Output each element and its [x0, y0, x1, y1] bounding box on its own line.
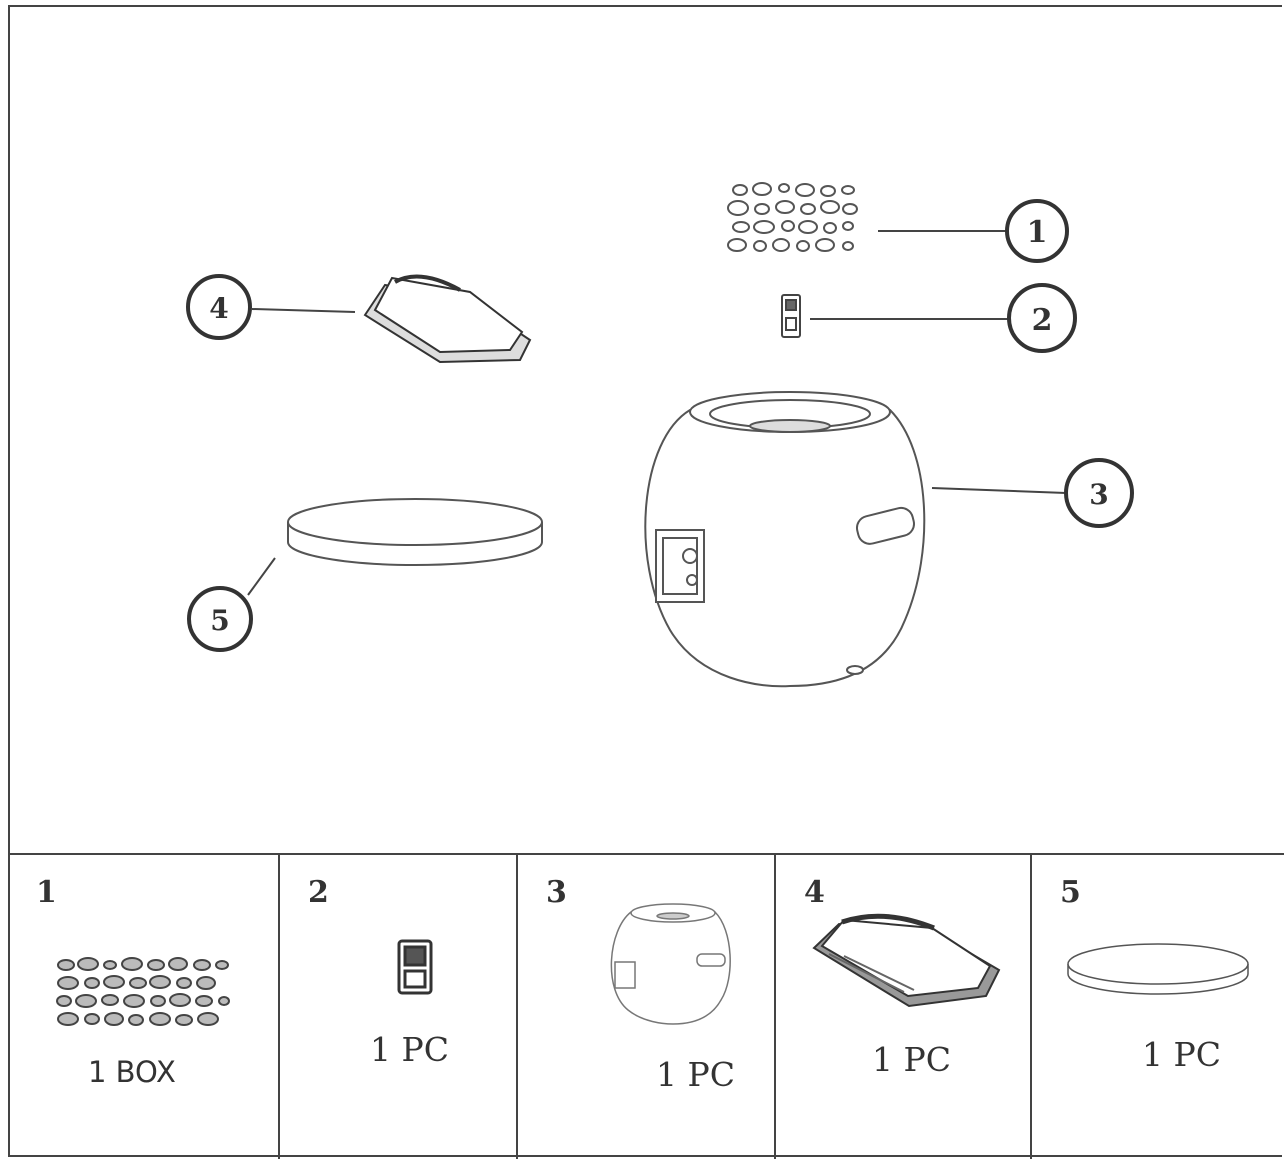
igniter-icon	[781, 294, 801, 338]
lid-icon	[287, 498, 543, 566]
lid-icon	[1067, 943, 1249, 995]
callout-circle-2	[1007, 283, 1077, 353]
callout-circle-5	[187, 586, 253, 652]
parts-table: 1 1 BOX 2 1 PC	[8, 853, 1284, 1159]
callout-label-4: 4	[209, 292, 228, 325]
leader-line-3	[931, 487, 1067, 494]
part-quantity: 1 PC	[656, 1055, 735, 1094]
parts-diagram: 1 2 3	[186, 182, 1134, 688]
fire-bowl-icon	[610, 903, 731, 1025]
part-quantity: 1 PC	[370, 1030, 449, 1069]
part-quantity: 1 PC	[1142, 1035, 1221, 1074]
cover-icon	[812, 913, 1001, 1008]
callout-circle-3	[1064, 458, 1134, 528]
diagram-frame	[8, 5, 1282, 1157]
parts-table-cell: 5 1 PC	[1032, 853, 1284, 1159]
part-number: 1	[36, 875, 57, 910]
part-number: 3	[546, 875, 567, 910]
igniter-icon	[397, 939, 433, 995]
leader-line-5	[247, 557, 276, 596]
part-number: 5	[1060, 875, 1081, 910]
part-number: 4	[804, 875, 825, 910]
stones-icon	[727, 182, 858, 252]
callout-label-5: 5	[210, 604, 229, 637]
part-number: 2	[308, 875, 329, 910]
callout-label-1: 1	[1027, 215, 1048, 250]
parts-table-cell: 2 1 PC	[280, 853, 518, 1159]
callout-label-2: 2	[1032, 303, 1053, 338]
leader-line-4	[251, 308, 356, 313]
callout-circle-1	[1005, 199, 1069, 263]
fire-bowl-icon	[644, 391, 926, 688]
cover-icon	[363, 274, 532, 364]
callout-circle-4	[186, 274, 252, 340]
parts-table-cell: 1 1 BOX	[8, 853, 280, 1159]
parts-table-cell: 3 1 PC	[518, 853, 776, 1159]
callout-label-3: 3	[1089, 478, 1108, 511]
parts-table-cell: 4 1 PC	[776, 853, 1032, 1159]
part-quantity: 1 PC	[872, 1040, 951, 1079]
stones-icon	[56, 957, 230, 1026]
part-quantity: 1 BOX	[88, 1055, 176, 1089]
